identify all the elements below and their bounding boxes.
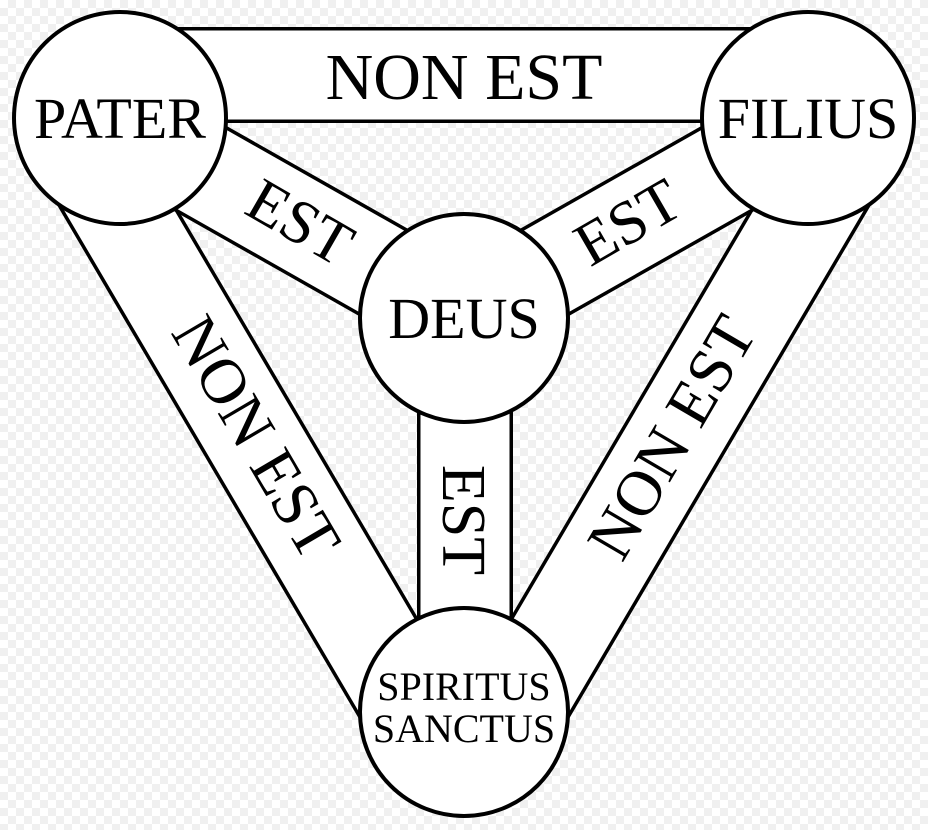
node-spiritus-label-line1: SPIRITUS — [377, 664, 550, 709]
label-spiritus-deus: EST — [429, 465, 497, 575]
node-deus: DEUS — [358, 212, 570, 424]
node-filius-label: FILIUS — [718, 86, 898, 151]
node-pater-label: PATER — [34, 86, 206, 151]
node-spiritus-label-line2: SANCTUS — [373, 706, 555, 751]
node-pater: PATER — [12, 10, 228, 226]
node-deus-label: DEUS — [388, 286, 539, 351]
node-filius: FILIUS — [700, 10, 916, 226]
label-pater-filius: NON EST — [326, 41, 603, 114]
node-spiritus-sanctus: SPIRITUS SANCTUS — [358, 606, 570, 818]
